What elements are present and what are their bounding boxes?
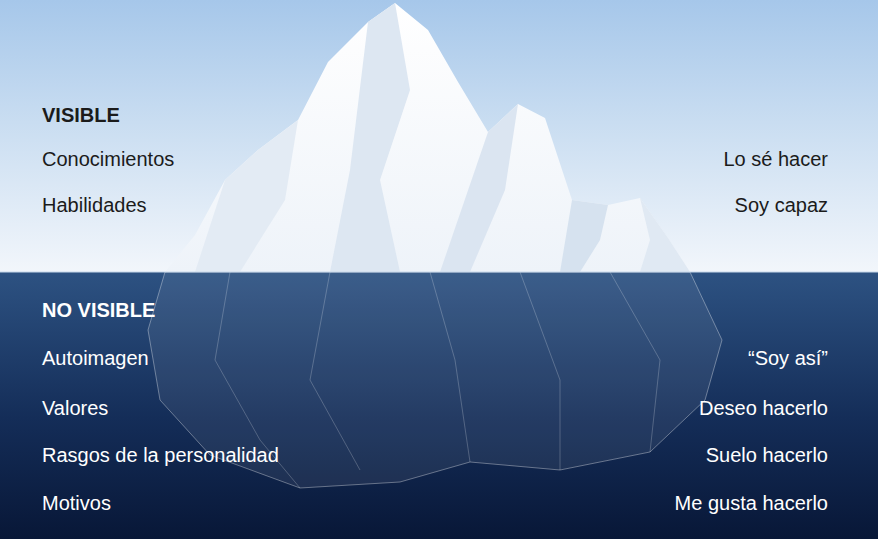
factor-label: Motivos <box>42 491 111 515</box>
meaning-label: Me gusta hacerlo <box>675 491 828 515</box>
factor-label: Autoimagen <box>42 346 149 370</box>
meaning-label: Lo sé hacer <box>723 147 828 171</box>
meaning-label: Suelo hacerlo <box>706 443 828 467</box>
factor-label: Conocimientos <box>42 147 174 171</box>
factor-label: Rasgos de la personalidad <box>42 443 279 467</box>
factor-label: Habilidades <box>42 193 147 217</box>
meaning-label: “Soy así” <box>748 346 828 370</box>
factor-label: Valores <box>42 396 108 420</box>
section-heading: VISIBLE <box>42 103 120 127</box>
section-heading: NO VISIBLE <box>42 298 155 322</box>
meaning-label: Deseo hacerlo <box>699 396 828 420</box>
meaning-label: Soy capaz <box>735 193 828 217</box>
